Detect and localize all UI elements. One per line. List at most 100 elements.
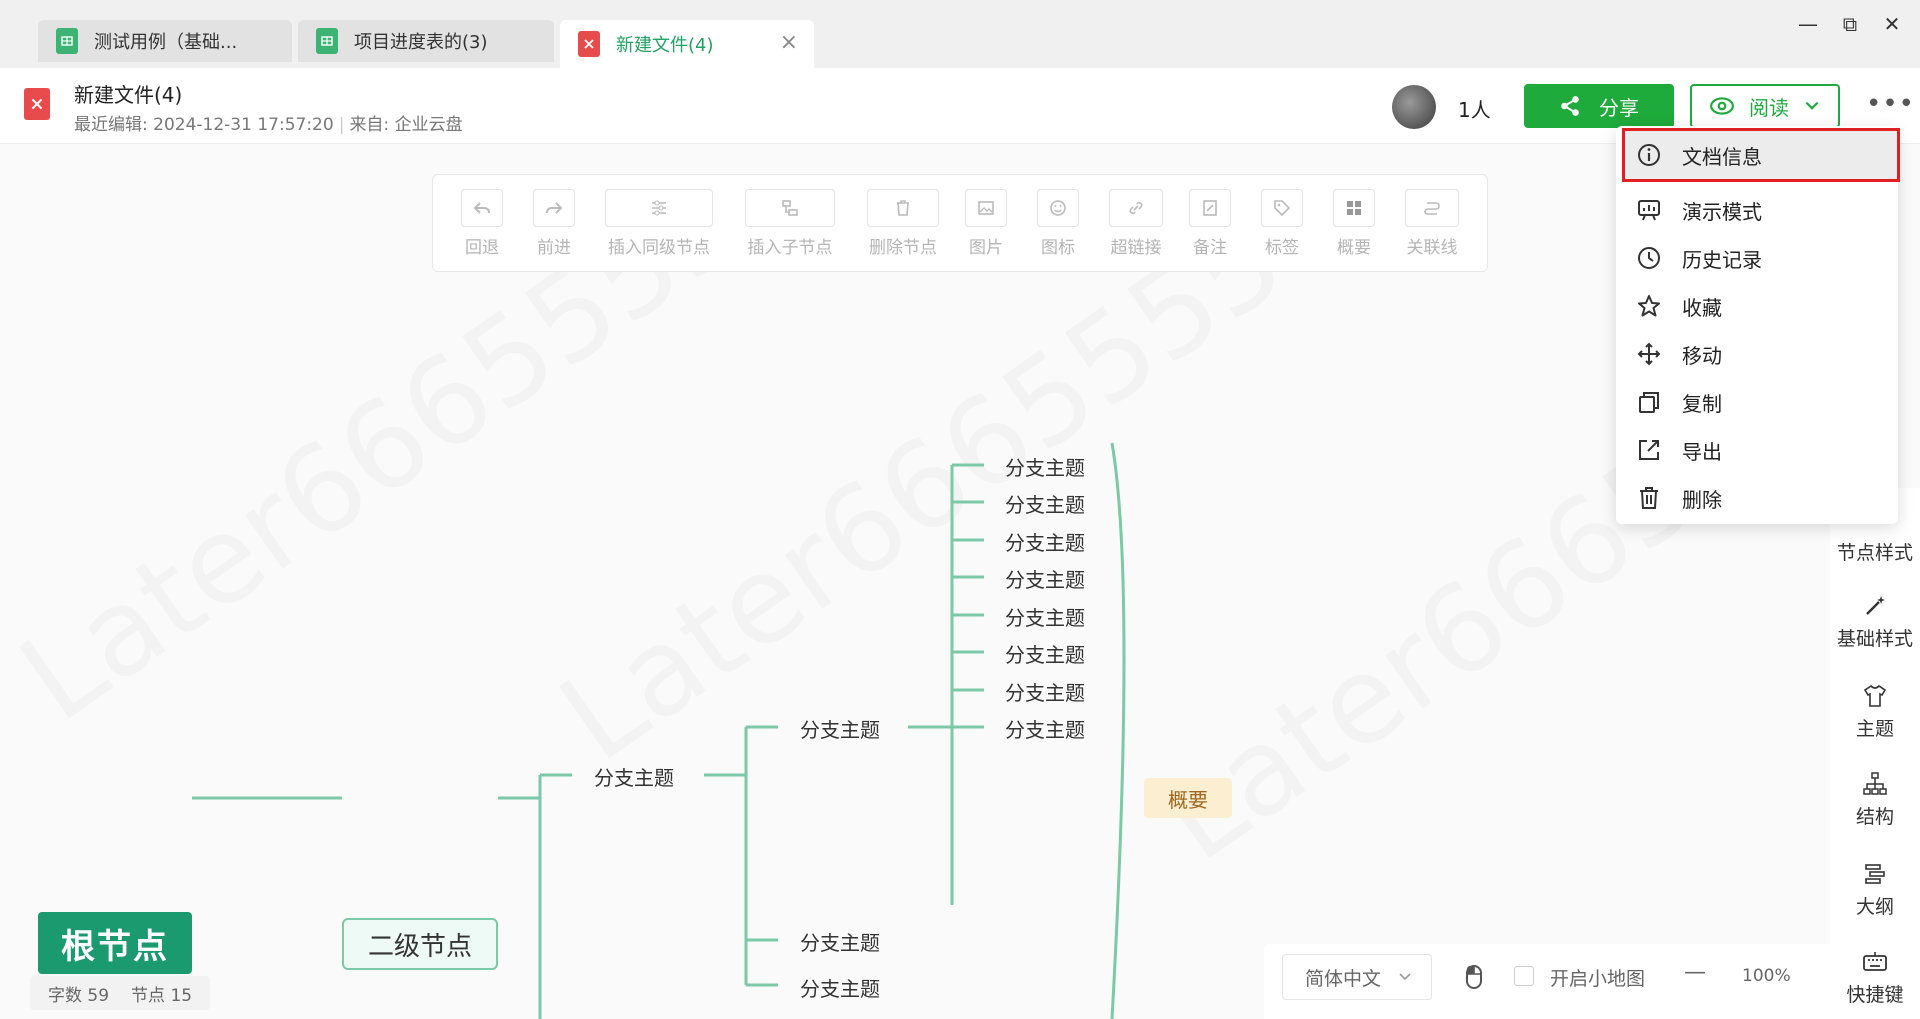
minimize-button[interactable]: — <box>1798 12 1818 36</box>
edited-label: 最近编辑: <box>74 115 148 135</box>
image-icon <box>978 201 994 215</box>
insert-sibling-button[interactable]: 插入同级节点 <box>605 189 713 258</box>
restore-button[interactable]: ⧉ <box>1842 12 1858 36</box>
avatar[interactable] <box>1392 85 1436 129</box>
mouse-icon[interactable] <box>1462 962 1486 992</box>
branch-node[interactable]: 分支主题 <box>800 977 880 1001</box>
menu-item-delete[interactable]: 删除 <box>1616 474 1898 522</box>
relation-line-icon <box>1424 202 1440 215</box>
tab-project-progress[interactable]: 项目进度表的(3) <box>298 20 554 62</box>
language-select[interactable]: 简体中文 <box>1282 954 1432 1000</box>
menu-item-favorite[interactable]: 收藏 <box>1616 282 1898 330</box>
source-value: 企业云盘 <box>394 115 463 135</box>
close-tab-icon[interactable]: × <box>779 30 798 55</box>
more-dropdown-menu: 文档信息 演示模式 历史记录 收藏 移动 复制 导出 删除 <box>1616 126 1900 524</box>
read-mode-button[interactable]: 阅读 <box>1690 84 1840 128</box>
zoom-out-button[interactable]: — <box>1684 960 1706 985</box>
share-label: 分享 <box>1599 95 1639 120</box>
tab-bar: 测试用例（基础... 项目进度表的(3) 新建文件(4) × — ⧉ ✕ <box>0 0 1920 68</box>
node-count-label: 节点 <box>131 985 166 1006</box>
minimap-checkbox[interactable] <box>1514 966 1534 986</box>
copy-icon <box>1639 392 1659 413</box>
delete-node-button[interactable]: 删除节点 <box>867 189 939 258</box>
edited-time: 2024-12-31 17:57:20 <box>153 115 334 135</box>
close-window-button[interactable]: ✕ <box>1883 12 1901 36</box>
minimap-label: 开启小地图 <box>1550 968 1646 990</box>
source-label: 来自: <box>349 115 390 135</box>
note-button[interactable]: 备注 <box>1189 189 1231 258</box>
node-style-button[interactable]: 节点样式 <box>1836 542 1913 564</box>
menu-item-document-info[interactable]: 文档信息 <box>1622 128 1900 182</box>
mindmap-canvas[interactable]: 根节点 二级节点 分支主题 分支主题 分支主题 分支主题 分支主题 分支主题 分… <box>0 145 1920 1019</box>
more-menu-button[interactable]: ••• <box>1866 89 1916 119</box>
undo-icon <box>473 202 490 214</box>
chevron-down-icon <box>1805 101 1819 110</box>
tag-button[interactable]: 标签 <box>1261 189 1303 258</box>
relation-line-button[interactable]: 关联线 <box>1405 189 1459 258</box>
tab-label: 新建文件(4) <box>616 35 714 56</box>
chevron-down-icon <box>1399 973 1411 981</box>
menu-item-presentation[interactable]: 演示模式 <box>1616 186 1898 234</box>
outline-button[interactable]: 大纲 <box>1830 860 1920 919</box>
side-panel: 节点样式 基础样式 主题 结构 大纲 快捷键 <box>1830 488 1920 1019</box>
theme-button[interactable]: 主题 <box>1830 682 1920 741</box>
summary-icon <box>1347 201 1361 215</box>
undo-button[interactable]: 回退 <box>461 189 503 258</box>
image-button[interactable]: 图片 <box>965 189 1007 258</box>
summary-node[interactable]: 概要 <box>1144 778 1232 818</box>
child-node-icon <box>782 200 798 216</box>
document-stats: 字数 59 节点 15 <box>30 976 211 1010</box>
link-icon <box>1129 201 1143 215</box>
read-label: 阅读 <box>1749 95 1789 120</box>
clock-icon <box>1638 247 1660 269</box>
mindmap-icon <box>578 31 600 57</box>
tab-label: 项目进度表的(3) <box>354 32 488 53</box>
branch-node[interactable]: 分支主题 <box>1005 718 1085 742</box>
branch-node[interactable]: 分支主题 <box>800 718 880 742</box>
trash-icon <box>897 200 909 216</box>
branch-node[interactable]: 分支主题 <box>1005 606 1085 630</box>
shortcuts-button[interactable]: 快捷键 <box>1830 948 1920 1007</box>
user-count[interactable]: 1人 <box>1458 98 1491 122</box>
document-meta: 最近编辑: 2024-12-31 17:57:20|来自: 企业云盘 <box>74 115 463 135</box>
insert-child-button[interactable]: 插入子节点 <box>745 189 835 258</box>
structure-button[interactable]: 结构 <box>1830 770 1920 829</box>
node-count: 15 <box>170 985 193 1006</box>
branch-node[interactable]: 分支主题 <box>1005 531 1085 555</box>
level2-node[interactable]: 二级节点 <box>342 918 498 970</box>
menu-item-move[interactable]: 移动 <box>1616 330 1898 378</box>
shirt-icon <box>1863 684 1887 707</box>
branch-node[interactable]: 分支主题 <box>1005 643 1085 667</box>
hyperlink-button[interactable]: 超链接 <box>1109 189 1163 258</box>
branch-node[interactable]: 分支主题 <box>1005 568 1085 592</box>
mindmap-toolbar: 回退 前进 插入同级节点 插入子节点 删除节点 图片 图标 超链接 备注 标签 … <box>432 174 1488 272</box>
menu-item-history[interactable]: 历史记录 <box>1616 234 1898 282</box>
outline-icon <box>1865 864 1885 884</box>
sheet-icon <box>56 28 78 54</box>
menu-item-export[interactable]: 导出 <box>1616 426 1898 474</box>
basic-style-button[interactable]: 基础样式 <box>1830 592 1920 651</box>
share-icon <box>1561 96 1579 116</box>
redo-button[interactable]: 前进 <box>533 189 575 258</box>
bottom-bar: 简体中文 开启小地图 — 100% <box>1264 944 1830 1019</box>
move-icon <box>1637 342 1661 366</box>
tab-test-cases[interactable]: 测试用例（基础... <box>38 20 292 62</box>
presentation-icon <box>1638 200 1660 221</box>
branch-node[interactable]: 分支主题 <box>800 931 880 955</box>
menu-item-copy[interactable]: 复制 <box>1616 378 1898 426</box>
keyboard-icon <box>1863 952 1887 971</box>
emoji-button[interactable]: 图标 <box>1037 189 1079 258</box>
tab-new-file[interactable]: 新建文件(4) × <box>560 20 814 68</box>
share-button[interactable]: 分享 <box>1524 84 1674 128</box>
trash-icon <box>1640 487 1658 509</box>
mindmap-file-icon <box>24 88 50 120</box>
summary-button[interactable]: 概要 <box>1333 189 1375 258</box>
word-count: 59 <box>87 985 110 1006</box>
branch-node[interactable]: 分支主题 <box>1005 456 1085 480</box>
eye-icon <box>1710 97 1734 115</box>
document-header: 新建文件(4) 最近编辑: 2024-12-31 17:57:20|来自: 企业… <box>0 68 1920 144</box>
branch-node[interactable]: 分支主题 <box>1005 493 1085 517</box>
root-node[interactable]: 根节点 <box>38 912 192 974</box>
branch-node[interactable]: 分支主题 <box>1005 681 1085 705</box>
branch-node[interactable]: 分支主题 <box>594 766 674 790</box>
